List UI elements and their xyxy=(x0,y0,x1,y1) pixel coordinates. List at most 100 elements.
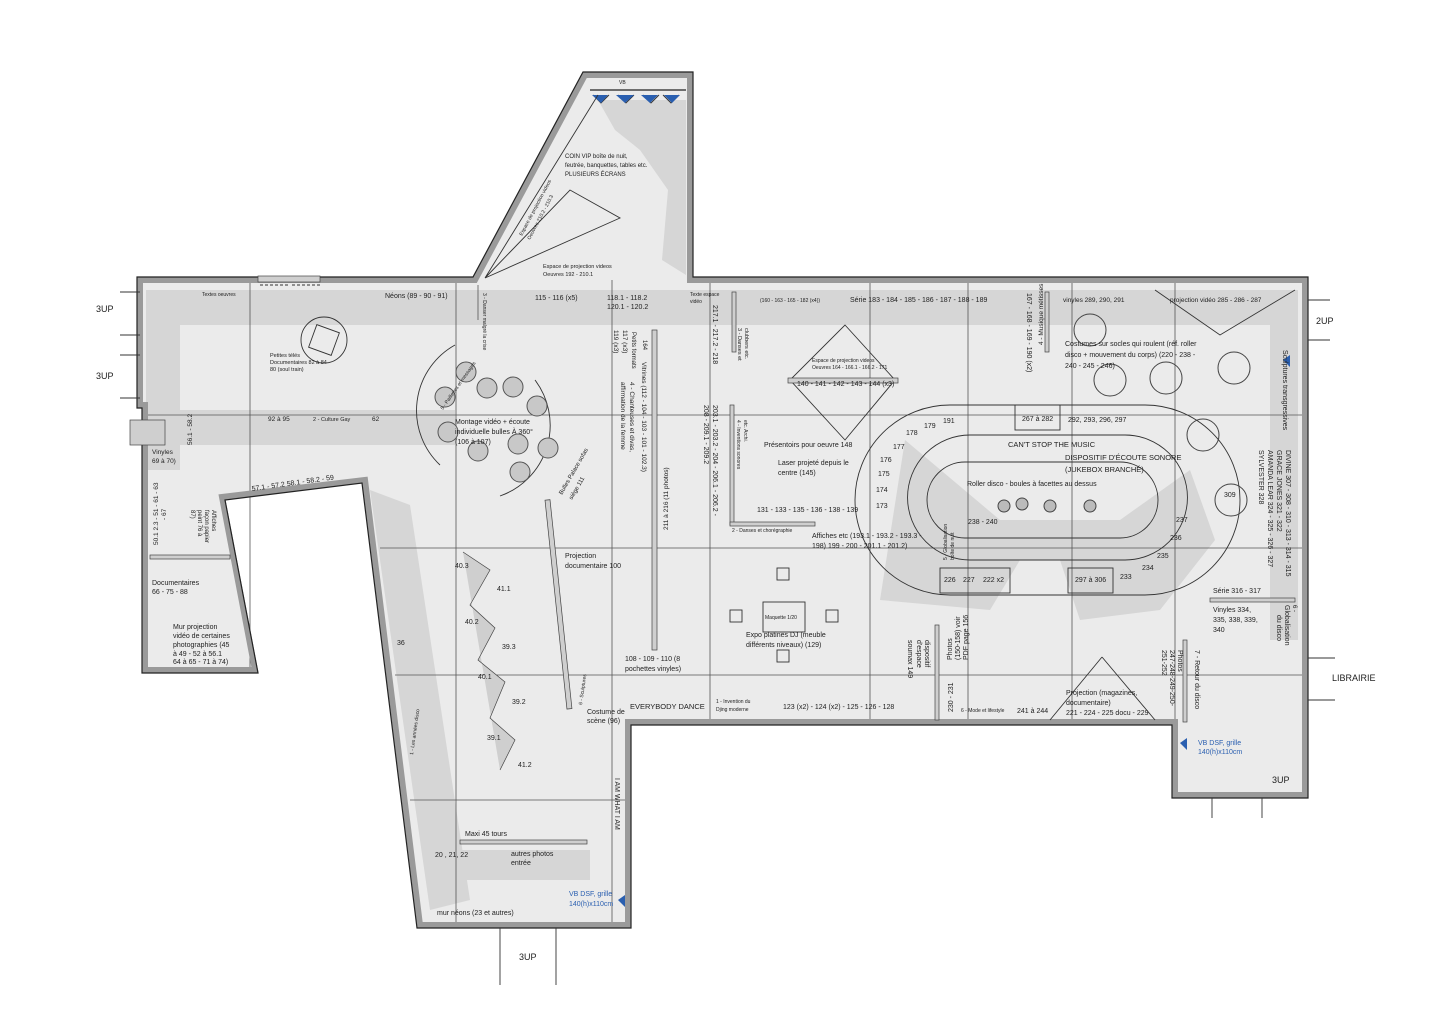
label-costumes3: 240 - 245 - 246) xyxy=(1065,363,1115,370)
dj-plinth xyxy=(776,567,790,581)
door-librairie xyxy=(1308,657,1335,701)
zone-entrance xyxy=(460,850,590,880)
partition-photos xyxy=(934,624,940,721)
label-n211: 211 à 216 (11 photos) xyxy=(663,467,670,530)
label-metisses: 4 - Musique métisses xyxy=(1038,283,1045,345)
label-up_right: 2UP xyxy=(1316,316,1334,326)
label-n267: 267 à 282 xyxy=(1022,416,1053,423)
label-r174: 174 xyxy=(876,487,888,494)
round-sofa xyxy=(300,316,348,364)
label-laser2: centre (145) xyxy=(778,470,816,477)
label-vb: VB xyxy=(619,80,626,86)
label-projmag2: documentaire) xyxy=(1066,700,1111,707)
label-proj192a: Espace de projection videos xyxy=(543,264,612,270)
partition-retour xyxy=(1182,639,1188,723)
label-n392: 39.2 xyxy=(512,699,526,706)
zone-track-shadow xyxy=(880,440,1215,620)
label-projdoc2: documentaire 100 xyxy=(565,563,621,570)
label-r237: 237 xyxy=(1176,517,1188,524)
maquette-table xyxy=(762,601,806,633)
label-n131: 131 - 133 - 135 - 136 - 138 - 139 xyxy=(757,507,858,514)
label-r226: 226 xyxy=(944,577,956,584)
vb-marker-bottom xyxy=(618,895,625,907)
label-r227: 227 xyxy=(963,577,975,584)
label-djing2: Djing moderne xyxy=(716,707,749,713)
label-mur5: 64 à 65 - 71 à 74) xyxy=(173,659,228,666)
roller-rink xyxy=(926,461,1159,539)
walls xyxy=(129,71,1309,929)
projection-cone-magazines xyxy=(1049,656,1156,721)
label-r235: 235 xyxy=(1157,553,1169,560)
label-globdisco2: Globalisation xyxy=(1283,605,1290,646)
label-r234: 234 xyxy=(1142,565,1154,572)
label-dispositif2: (JUKEBOX BRANCHÉ) xyxy=(1065,465,1144,474)
label-up_br: 3UP xyxy=(1272,775,1290,785)
label-n403: 40.3 xyxy=(455,563,469,570)
label-autres2: entrée xyxy=(511,860,531,867)
label-n203b: 208 - 209.1 - 209.2 xyxy=(702,405,709,464)
partition-metisses xyxy=(1044,291,1050,353)
label-n108b: pochettes vinyles) xyxy=(625,666,681,673)
partition-316 xyxy=(1209,597,1296,603)
label-soumax3: soumax 149 xyxy=(906,640,913,678)
label-vitrines: Vitrines (112 - 104 - 103 - 101 - 102.3) xyxy=(640,362,647,472)
label-murneons: mur néons (23 et autres) xyxy=(437,910,514,917)
door-right-2up xyxy=(1308,299,1330,341)
label-n203a: 203.1 - 203.2 - 204 - 206.1 - 206.2 - xyxy=(711,405,718,517)
furniture xyxy=(300,94,1296,907)
label-divine: DIVINE 307 - 308 - 310 - 313 - 314 - 315 xyxy=(1284,450,1291,577)
label-vinyles69a: Vinyles xyxy=(152,449,174,456)
label-photos247b: 247-248-249-250- xyxy=(1168,650,1175,707)
partition-203 xyxy=(729,404,735,526)
label-djing1: 1 - Invention du xyxy=(716,699,751,705)
label-maquette: Maquette 1/20 xyxy=(765,615,797,621)
label-telles2: Documentaires 82 à 84 xyxy=(270,360,327,366)
label-texteespace2: vidéo xyxy=(690,299,702,305)
label-roller: Roller disco - boules à facettes au dess… xyxy=(967,481,1097,488)
label-affiches193b: 198) 199 - 200 - 201.1 - 201.2) xyxy=(812,543,907,550)
label-globboite2: boîte de nuit xyxy=(950,532,956,560)
label-culturegay: 2 - Culture Gay xyxy=(313,417,351,423)
label-mur2: vidéo de certaines xyxy=(173,633,230,640)
label-vbdsf3: VB DSF, grille xyxy=(1198,740,1241,747)
label-n118: 118.1 - 118.2 xyxy=(607,295,647,302)
label-n391: 39.1 xyxy=(487,735,501,742)
label-vbdsf1: VB DSF, grille xyxy=(569,891,612,898)
label-projmag1: Projection (magazines, xyxy=(1066,690,1137,697)
label-affiches193a: Affiches etc (193.1 - 193.2 - 193.3 - xyxy=(812,533,922,540)
label-r176: 176 xyxy=(880,457,892,464)
label-n50a: 50.1 2.3 - 51 - 61 - 63 xyxy=(153,482,160,545)
label-telles3: 80 (soul train) xyxy=(270,367,304,373)
label-n120: 120.1 - 120.2 xyxy=(607,304,648,311)
label-n393: 39.3 xyxy=(502,644,516,651)
label-n123: 123 (x2) - 124 (x2) - 125 - 126 - 128 xyxy=(783,704,894,711)
label-vinyles334a: Vinyles 334, xyxy=(1213,607,1251,614)
label-serie183: Série 183 - 184 - 185 - 186 - 187 - 188 … xyxy=(850,297,987,304)
label-vinyles334c: 340 xyxy=(1213,627,1225,634)
vb-marker-top-right xyxy=(1283,355,1290,367)
label-globdisco3: du disco xyxy=(1275,615,1282,641)
label-maxi: Maxi 45 tours xyxy=(465,831,508,838)
label-proj164a: Espace de projection videos xyxy=(812,358,875,364)
label-n292: 292, 293, 296, 297 xyxy=(1068,417,1126,424)
label-n20: 20 , 21, 22 xyxy=(435,852,468,859)
dj-plinth xyxy=(776,649,790,663)
projection-cone-285 xyxy=(1154,289,1296,336)
label-chanteuses2: affirmation de la femme xyxy=(619,382,626,450)
label-n56: 56.1 - 58.2 xyxy=(187,414,194,445)
label-r236: 236 xyxy=(1170,535,1182,542)
label-mode: 6 - Mode et lifestyle xyxy=(961,708,1005,714)
label-danser: 3 - Danser malgré la crise xyxy=(481,293,487,350)
track-inner xyxy=(907,434,1188,561)
label-n241: 241 à 244 xyxy=(1017,708,1048,715)
label-mur4: à 49 - 52 à 56.1 xyxy=(173,651,222,658)
label-r177: 177 xyxy=(893,444,905,451)
label-photos150b: (150-158) voir xyxy=(955,616,962,660)
label-n119: 119 (x3) xyxy=(612,330,619,353)
label-costumes2: disco + mouvement du corps) (220 - 238 - xyxy=(1065,352,1196,359)
vb-marker-right xyxy=(1180,738,1187,750)
label-sylvester: SYLVESTER 328 xyxy=(1257,450,1264,504)
door-bottom xyxy=(499,928,557,985)
label-proj164b: Oeuvres 164 - 166.1 - 166.2 - 171 xyxy=(812,365,888,371)
label-up_left1: 3UP xyxy=(96,304,114,314)
